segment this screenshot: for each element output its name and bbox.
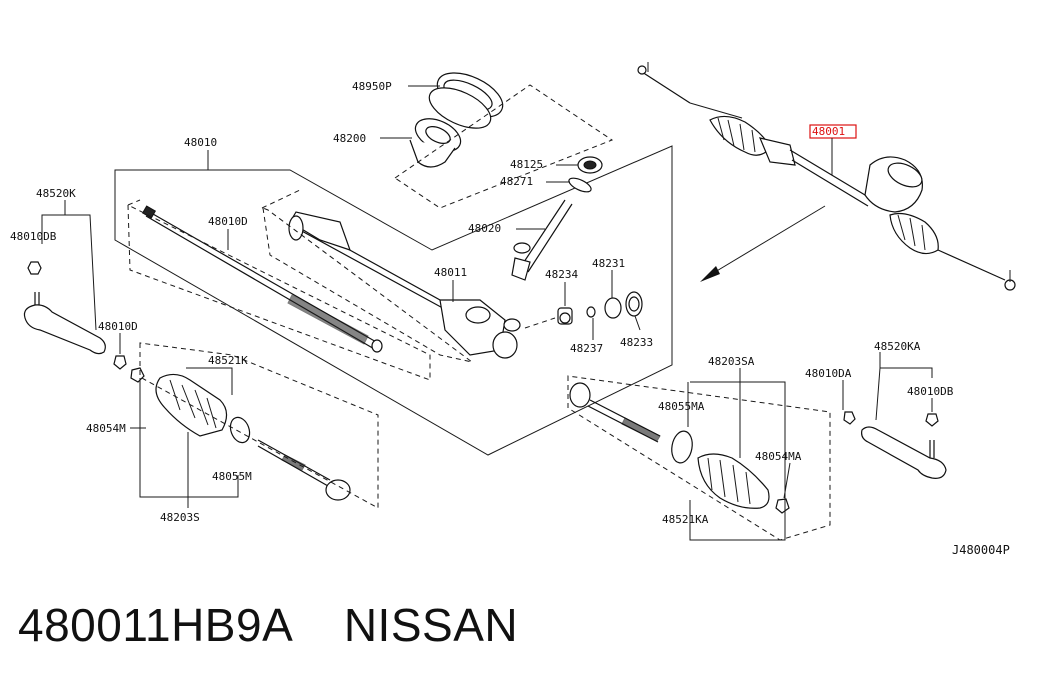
nut-48010DB-left <box>27 261 42 275</box>
clamp-48054M <box>130 367 145 383</box>
tie-rod-end-right-48520KA <box>861 426 947 479</box>
cover-48231 <box>604 297 622 319</box>
nut-48010D-left <box>113 355 127 370</box>
label-48521KA: 48521KA <box>662 513 709 526</box>
label-48520KA: 48520KA <box>874 340 921 353</box>
pinion-48020 <box>511 199 573 281</box>
boot-48203SA <box>697 453 770 509</box>
clamp-48055M <box>229 416 251 444</box>
label-48055M: 48055M <box>212 470 252 483</box>
tie-rod-end-left-48520K <box>23 292 106 355</box>
label-48020: 48020 <box>468 222 501 235</box>
snap-ring-48271 <box>568 177 592 193</box>
label-48001: 48001 <box>812 125 845 138</box>
label-48521K: 48521K <box>208 354 248 367</box>
nut-48010DB-right <box>925 413 939 427</box>
label-48231: 48231 <box>592 257 625 270</box>
label-48010DB-left: 48010DB <box>10 230 57 243</box>
label-48237: 48237 <box>570 342 603 355</box>
label-48200: 48200 <box>333 132 366 145</box>
label-48950P: 48950P <box>352 80 392 93</box>
label-48010DB-right: 48010DB <box>907 385 954 398</box>
label-48203SA: 48203SA <box>708 355 755 368</box>
spring-48237 <box>586 306 596 318</box>
label-48054M: 48054M <box>86 422 126 435</box>
figure-code: J480004P <box>952 543 1010 557</box>
rack-48010D <box>141 205 383 353</box>
clamp-48054MA <box>775 498 790 514</box>
highlight-box-48001 <box>809 124 857 139</box>
overview-steering-gear-assy <box>637 62 1016 291</box>
label-48125: 48125 <box>510 158 543 171</box>
label-48010D-rack: 48010D <box>208 215 248 228</box>
label-48234: 48234 <box>545 268 578 281</box>
clamp-48055MA <box>671 430 693 464</box>
steering-insulator-48950P <box>428 72 504 129</box>
label-48010D-left: 48010D <box>98 320 138 333</box>
label-48520K: 48520K <box>36 187 76 200</box>
label-48011: 48011 <box>434 266 467 279</box>
oil-seal-48125 <box>577 156 603 174</box>
lock-nut-48233 <box>625 291 643 317</box>
direction-arrow <box>700 205 826 282</box>
nut-48010DA-right <box>843 411 856 425</box>
label-48055MA: 48055MA <box>658 400 705 413</box>
socket-assy-48521KA <box>569 382 661 443</box>
label-48054MA: 48054MA <box>755 450 802 463</box>
retainer-48234 <box>557 307 573 325</box>
label-48010DA: 48010DA <box>805 367 852 380</box>
label-48233: 48233 <box>620 336 653 349</box>
part-number-caption: 480011HB9A NISSAN <box>18 599 519 651</box>
label-48010: 48010 <box>184 136 217 149</box>
label-48203S: 48203S <box>160 511 200 524</box>
gear-housing-48011 <box>288 211 521 359</box>
label-48271: 48271 <box>500 175 533 188</box>
